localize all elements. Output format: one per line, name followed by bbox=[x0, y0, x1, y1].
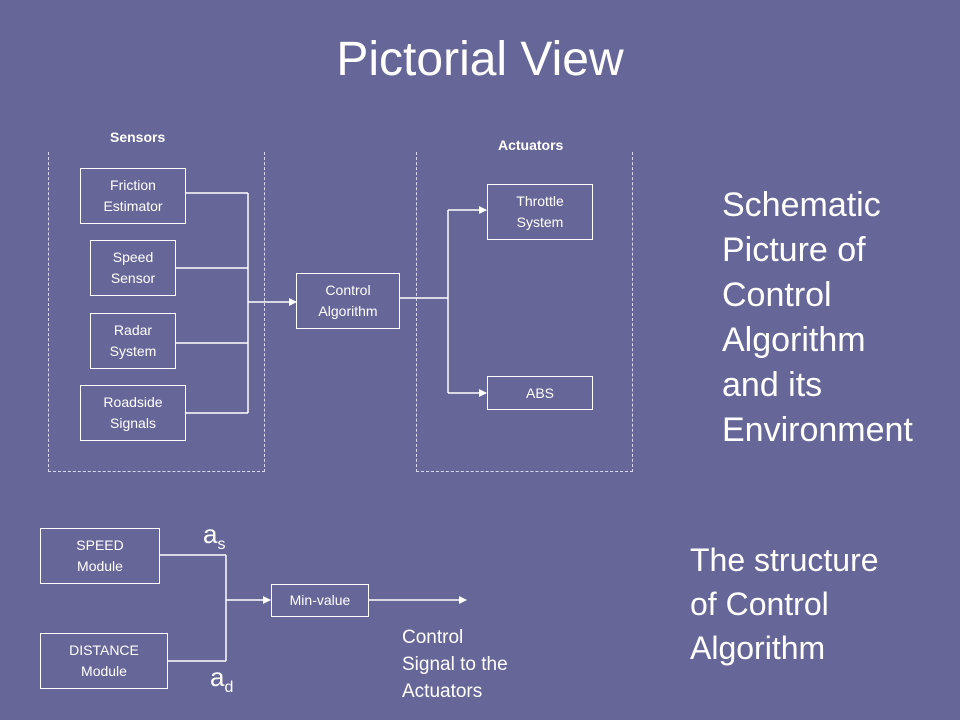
speed-sensor-box: Speed Sensor bbox=[90, 240, 176, 296]
control-algorithm-box: Control Algorithm bbox=[296, 273, 400, 329]
abs-box: ABS bbox=[487, 376, 593, 410]
signal-a-d-base: a bbox=[210, 662, 225, 692]
structure-description: The structure of Control Algorithm bbox=[690, 542, 879, 666]
min-value-box: Min-value bbox=[271, 584, 369, 617]
signal-a-s: as bbox=[203, 520, 225, 559]
control-signal-note: Control Signal to the Actuators bbox=[402, 627, 508, 702]
sensors-label: Sensors bbox=[110, 129, 166, 145]
signal-a-d: ad bbox=[210, 663, 233, 702]
schematic-description: Schematic Picture of Control Algorithm a… bbox=[722, 186, 913, 449]
actuators-label: Actuators bbox=[498, 137, 564, 153]
radar-system-box: Radar System bbox=[90, 313, 176, 369]
roadside-signals-box: Roadside Signals bbox=[80, 385, 186, 441]
speed-module-box: SPEED Module bbox=[40, 528, 160, 584]
friction-estimator-box: Friction Estimator bbox=[80, 168, 186, 224]
slide-title: Pictorial View bbox=[336, 33, 624, 86]
actuators-group-frame bbox=[416, 152, 633, 472]
distance-module-box: DISTANCE Module bbox=[40, 633, 168, 689]
signal-a-s-base: a bbox=[203, 519, 218, 549]
throttle-system-box: Throttle System bbox=[487, 184, 593, 240]
signal-a-s-sub: s bbox=[217, 536, 226, 553]
sensors-group-frame bbox=[48, 152, 265, 472]
signal-a-d-sub: d bbox=[224, 679, 234, 696]
